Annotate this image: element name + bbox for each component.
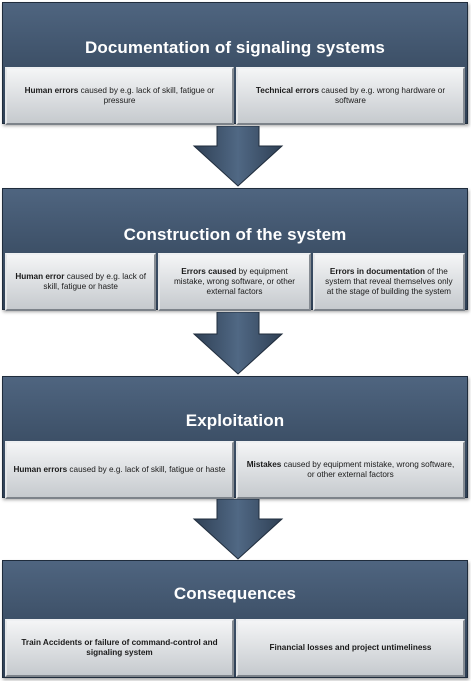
down-arrow-icon xyxy=(190,312,286,376)
consequence-box: Train Accidents or failure of command-co… xyxy=(5,619,234,677)
consequence-box: Financial losses and project untimelines… xyxy=(236,619,465,677)
cause-box: Errors caused by equipment mistake, wron… xyxy=(158,253,311,311)
stage-documentation: Documentation of signaling systems Human… xyxy=(2,2,468,125)
down-arrow-icon xyxy=(190,499,286,561)
cause-box: Human error caused by e.g. lack of skill… xyxy=(5,253,157,311)
cause-box: Mistakes caused by equipment mistake, wr… xyxy=(236,441,465,499)
stage-title: Exploitation xyxy=(185,411,285,430)
stage-exploitation: Exploitation Human errors caused by e.g.… xyxy=(2,376,468,499)
down-arrow-icon xyxy=(190,126,286,188)
stage-title: Consequences xyxy=(173,584,297,603)
cause-box: Errors in documentation of the system th… xyxy=(312,253,465,311)
cause-box: Human errors caused by e.g. lack of skil… xyxy=(5,67,234,125)
cause-box: Human errors caused by e.g. lack of skil… xyxy=(5,441,234,499)
stage-title: Documentation of signaling systems xyxy=(84,38,385,57)
stage-title: Construction of the system xyxy=(123,225,347,244)
stage-consequences: Consequences Train Accidents or failure … xyxy=(2,560,468,678)
stage-construction: Construction of the system Human error c… xyxy=(2,188,468,311)
cause-box: Technical errors caused by e.g. wrong ha… xyxy=(236,67,465,125)
